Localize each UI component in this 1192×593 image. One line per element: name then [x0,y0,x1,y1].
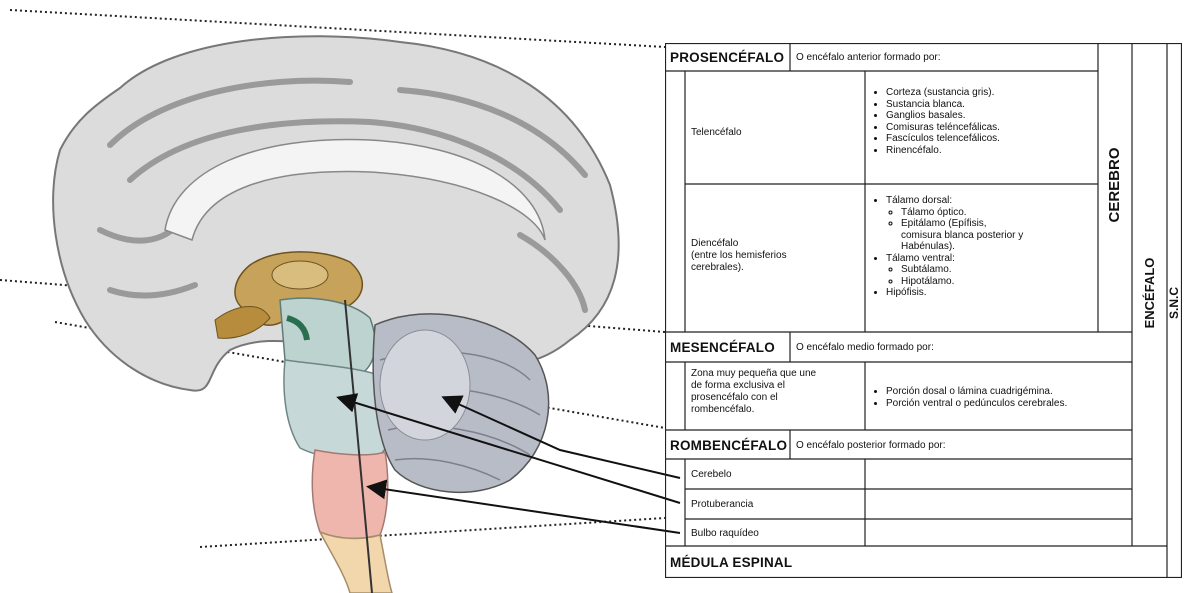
diencefalo-list: Tálamo dorsal: Tálamo óptico. Epitálamo … [871,195,1023,299]
medula-title: MÉDULA ESPINAL [670,555,792,570]
telencefalo-item: Fascículos telencefálicos. [886,133,1000,145]
brain-divisions-table: PROSENCÉFALO O encéfalo anterior formado… [665,43,1182,578]
diencefalo-label-line: Diencéfalo [691,238,787,250]
diencefalo-subitem: Subtálamo. [901,264,1023,276]
telencefalo-item: Sustancia blanca. [886,99,1000,111]
diencefalo-subitem: Tálamo óptico. [901,207,1023,219]
telencefalo-item: Rinencéfalo. [886,145,1000,157]
telencefalo-list: Corteza (sustancia gris). Sustancia blan… [871,87,1000,156]
snc-label: S.N.C [1164,273,1184,333]
mesencefalo-desc: O encéfalo medio formado por: [796,342,934,354]
guide-line-medulla [200,518,665,547]
diencefalo-label: Diencéfalo (entre los hemisferios cerebr… [691,238,787,274]
rombencefalo-title: ROMBENCÉFALO [670,438,787,453]
diencefalo-label-line: (entre los hemisferios [691,250,787,262]
telencefalo-label: Telencéfalo [691,127,742,139]
rombencefalo-desc: O encéfalo posterior formado por: [796,440,946,452]
cerebro-label: CEREBRO [1105,145,1125,225]
diencefalo-item: Tálamo dorsal: Tálamo óptico. Epitálamo … [886,195,1023,253]
mesencefalo-desc-line: Zona muy pequeña que une [691,368,816,380]
mesencefalo-title: MESENCÉFALO [670,340,775,355]
protuberancia-label: Protuberancia [691,499,753,511]
diencefalo-label-line: cerebrales). [691,262,787,274]
medulla-shape [312,450,387,538]
epitalamo-line: Habénulas). [901,241,955,252]
mesencefalo-detail-desc: Zona muy pequeña que une de forma exclus… [691,368,816,416]
diencefalo-item: Tálamo ventral: Subtálamo. Hipotálamo. [886,253,1023,288]
diencefalo-subitem: Hipotálamo. [901,276,1023,288]
telencefalo-item: Ganglios basales. [886,110,1000,122]
talamo-ventral-label: Tálamo ventral: [886,253,955,264]
prosencefalo-desc: O encéfalo anterior formado por: [796,52,941,64]
telencefalo-item: Corteza (sustancia gris). [886,87,1000,99]
encefalo-label: ENCÉFALO [1140,253,1160,333]
mesencefalo-desc-line: rombencéfalo. [691,404,816,416]
talamo-dorsal-label: Tálamo dorsal: [886,195,952,206]
epitalamo-line: comisura blanca posterior y [901,230,1023,241]
epitalamo-line: Epitálamo (Epífisis, [901,218,987,229]
mesencefalo-item: Porción ventral o pedúnculos cerebrales. [886,398,1067,410]
mesencefalo-list: Porción dosal o lámina cuadrigémina. Por… [871,386,1067,409]
telencefalo-item: Comisuras teléncefálicas. [886,122,1000,134]
spinal-cord-shape [320,532,392,593]
mesencefalo-item: Porción dosal o lámina cuadrigémina. [886,386,1067,398]
mesencefalo-desc-line: prosencéfalo con el [691,392,816,404]
diencefalo-item: Hipófisis. [886,287,1023,299]
mesencefalo-desc-line: de forma exclusiva el [691,380,816,392]
cerebelo-label: Cerebelo [691,469,732,481]
bulbo-label: Bulbo raquídeo [691,528,759,540]
diencefalo-subitem: Epitálamo (Epífisis, comisura blanca pos… [901,218,1023,253]
thalamus-shape [272,261,328,289]
prosencefalo-title: PROSENCÉFALO [670,50,784,65]
